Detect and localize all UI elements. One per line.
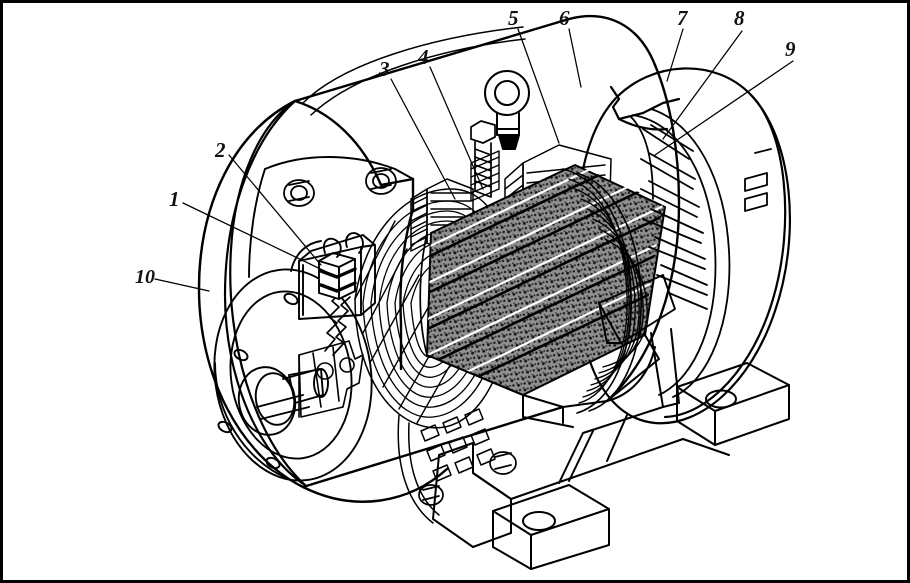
rear-leg xyxy=(606,328,680,408)
callout-1: 1 xyxy=(169,187,180,211)
frame-cut-lip xyxy=(609,85,681,131)
housing-inner-rim xyxy=(248,156,414,278)
terminal-box xyxy=(290,232,376,320)
output-shaft xyxy=(237,366,329,436)
lifting-eyebolt xyxy=(484,70,530,150)
hex-bolt xyxy=(470,120,496,198)
callout-10: 10 xyxy=(135,266,155,288)
rotor-core xyxy=(426,163,666,396)
stator-bore xyxy=(419,232,428,356)
housing-bolts xyxy=(283,167,397,207)
fan-cover-vents xyxy=(744,148,772,212)
motor-cutaway-drawing xyxy=(154,14,794,570)
callout-3: 3 xyxy=(379,57,390,81)
bearing-assembly xyxy=(298,340,364,418)
frame-cooling-fins xyxy=(302,26,526,116)
cooling-fan xyxy=(630,108,731,398)
shaft-cut-hatch xyxy=(324,292,351,356)
callout-7: 7 xyxy=(677,6,688,30)
front-flange xyxy=(213,268,373,482)
callout-2: 2 xyxy=(215,138,226,162)
callout-4: 4 xyxy=(418,45,429,69)
callout-5: 5 xyxy=(508,6,519,30)
mounting-foot-rear xyxy=(676,362,790,446)
callout-leaders xyxy=(154,28,794,292)
mounting-foot-front xyxy=(492,484,610,570)
cut-plane-wedge xyxy=(598,274,676,344)
winding-rear-arcs xyxy=(568,178,648,404)
core-base-shelf xyxy=(426,334,660,428)
callout-9: 9 xyxy=(785,37,796,61)
callout-8: 8 xyxy=(734,6,745,30)
frame-cut-edge xyxy=(293,99,415,371)
base-rail xyxy=(510,406,730,500)
callout-6: 6 xyxy=(559,6,570,30)
shield-bolts xyxy=(418,451,517,506)
motor-base xyxy=(432,442,512,548)
ventilation-holes xyxy=(397,408,496,524)
